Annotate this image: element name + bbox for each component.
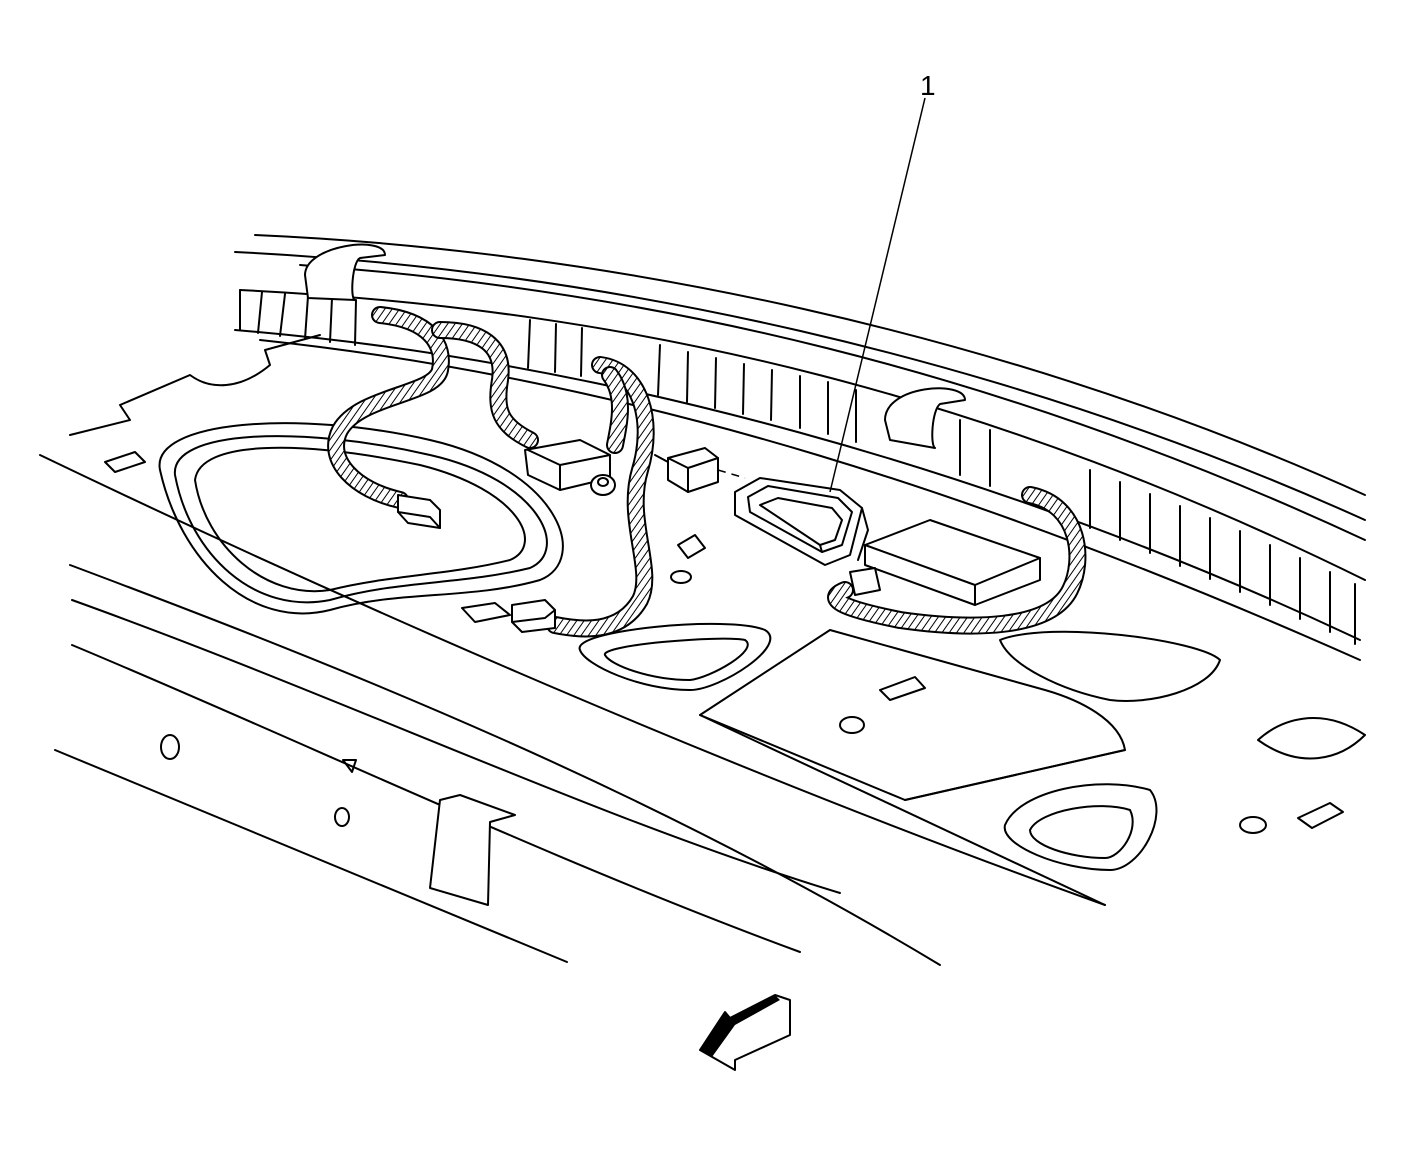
control-module	[849, 519, 1041, 606]
wiring-harness	[327, 306, 1087, 638]
trim-clip-right	[884, 387, 966, 449]
connector-disconnected	[654, 447, 746, 493]
callout-label-1: 1	[920, 70, 936, 101]
speaker-opening	[158, 422, 564, 615]
ribbed-seal-strip	[239, 289, 1356, 645]
mounting-holes	[160, 570, 1267, 834]
raised-center-panel	[699, 629, 1126, 801]
connector-position-assurance-housing	[734, 477, 869, 566]
forward-direction-arrow	[699, 994, 791, 1071]
triangular-openings	[578, 622, 1221, 871]
callout-1: 1	[829, 70, 936, 493]
harness-connector-lower	[511, 599, 556, 633]
upper-trim-panel	[234, 234, 1366, 661]
seat-bracket	[342, 759, 516, 906]
harness-connector-left	[397, 494, 441, 529]
module-connector-mounted	[524, 439, 616, 496]
rear-shelf-panel	[39, 334, 1106, 966]
shelf-slot-openings	[104, 451, 1366, 829]
trim-clip-left	[304, 243, 386, 301]
